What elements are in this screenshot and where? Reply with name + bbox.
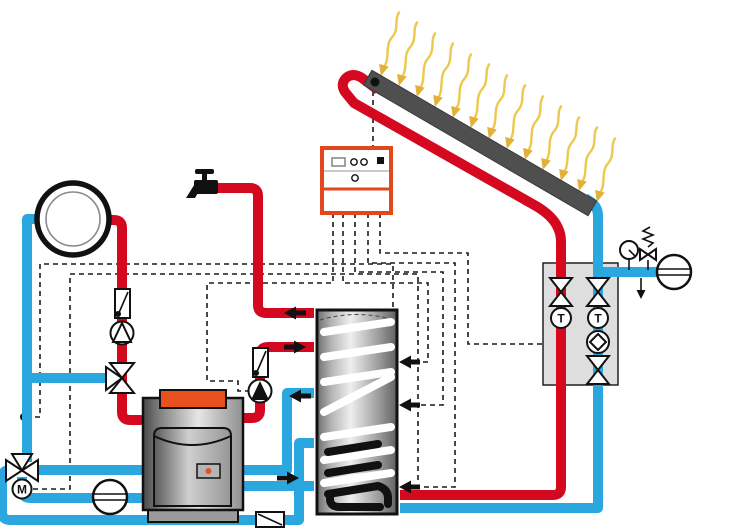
radiator-pump — [109, 320, 135, 346]
sun-ray — [572, 124, 604, 194]
sun-ray — [464, 61, 496, 131]
check-valve-radiator — [114, 288, 131, 319]
boiler-supply-pipe — [238, 342, 314, 423]
expansion-vessel-heating — [91, 478, 129, 516]
three-way-mixing-valve — [105, 362, 137, 394]
upper-heat-exchanger-coil — [320, 318, 395, 487]
arrow-sensor-bottom — [399, 480, 420, 494]
thermometer-return-label: T — [594, 312, 602, 326]
wire-tank-sensor-mid — [354, 213, 444, 406]
sun-ray — [428, 40, 460, 110]
wire-boiler-pump — [206, 213, 334, 392]
controller-knob-2[interactable] — [360, 158, 368, 166]
thermometer-return: T — [587, 307, 609, 329]
motor-valve-label: M — [17, 483, 27, 497]
sun-ray — [518, 93, 550, 163]
sun-ray — [392, 19, 424, 89]
expansion-vessel-solar — [655, 253, 693, 291]
sun-ray — [374, 9, 406, 79]
controller-knob-3[interactable] — [351, 174, 359, 182]
dhw-pipe — [212, 183, 314, 318]
dhw-faucet — [186, 169, 218, 198]
arrow-boiler-in — [284, 340, 306, 354]
solar-pump-station: T T — [547, 277, 612, 385]
radiator — [34, 180, 112, 258]
shutoff-valve-supply — [547, 277, 575, 307]
solar-supply-pipe — [337, 70, 566, 500]
boiler-status-light — [205, 468, 212, 474]
arrow-tank-return-out — [289, 389, 311, 403]
thermometer-supply-label: T — [557, 312, 565, 326]
wire-tank-sensor-top — [342, 213, 429, 363]
collector-sensor-dot — [370, 77, 380, 87]
arrow-sensor-top — [399, 355, 420, 369]
pressure-gauge — [619, 240, 639, 260]
wire-return-sensor — [26, 263, 394, 484]
collector-panel — [362, 69, 598, 217]
drain-arrow — [636, 278, 646, 299]
boiler-pump — [247, 378, 273, 404]
sun-ray — [482, 72, 514, 142]
sun-ray — [536, 103, 568, 173]
solar-controller — [320, 146, 393, 215]
storage-tank — [315, 308, 399, 516]
tank-top-seam — [319, 314, 395, 321]
sun-ray — [446, 51, 478, 121]
boiler-door-arc — [153, 435, 232, 446]
solar-collector-group — [362, 9, 622, 217]
solar-heat-exchanger-coil — [324, 440, 392, 511]
boiler-door — [153, 427, 232, 507]
controller-display — [331, 157, 346, 167]
check-valve-cold-main — [255, 511, 285, 528]
sun-ray — [500, 82, 532, 152]
wire-solar-pump — [379, 213, 593, 345]
arrow-sensor-mid — [399, 398, 420, 412]
check-valve-boiler — [252, 347, 269, 378]
arrow-dhw-out — [284, 306, 306, 320]
sun-ray — [590, 135, 622, 205]
radiator-supply-pipe — [96, 215, 160, 425]
controller-indicator — [377, 157, 384, 164]
shutoff-valve-return-bottom — [584, 355, 612, 385]
solar-pump — [586, 330, 610, 354]
boiler — [141, 389, 245, 523]
thermometer-supply: T — [550, 307, 572, 329]
flow-arrows — [277, 306, 420, 494]
solar-safety-group — [619, 226, 693, 299]
arrow-cold-in — [277, 471, 299, 485]
motorized-valve: M — [5, 453, 39, 500]
safety-valve — [639, 226, 657, 270]
cold-feed-inner-pipe — [17, 477, 152, 503]
wire-motor-valve — [33, 273, 419, 490]
boiler-burner-band — [159, 389, 227, 409]
sun-ray — [554, 114, 586, 184]
sun-ray — [410, 30, 442, 100]
controller-knob-1[interactable] — [350, 158, 358, 166]
shutoff-valve-return-top — [584, 277, 612, 307]
wire-tank-sensor-bottom — [367, 213, 456, 488]
radiator-return-pipe — [22, 214, 58, 462]
